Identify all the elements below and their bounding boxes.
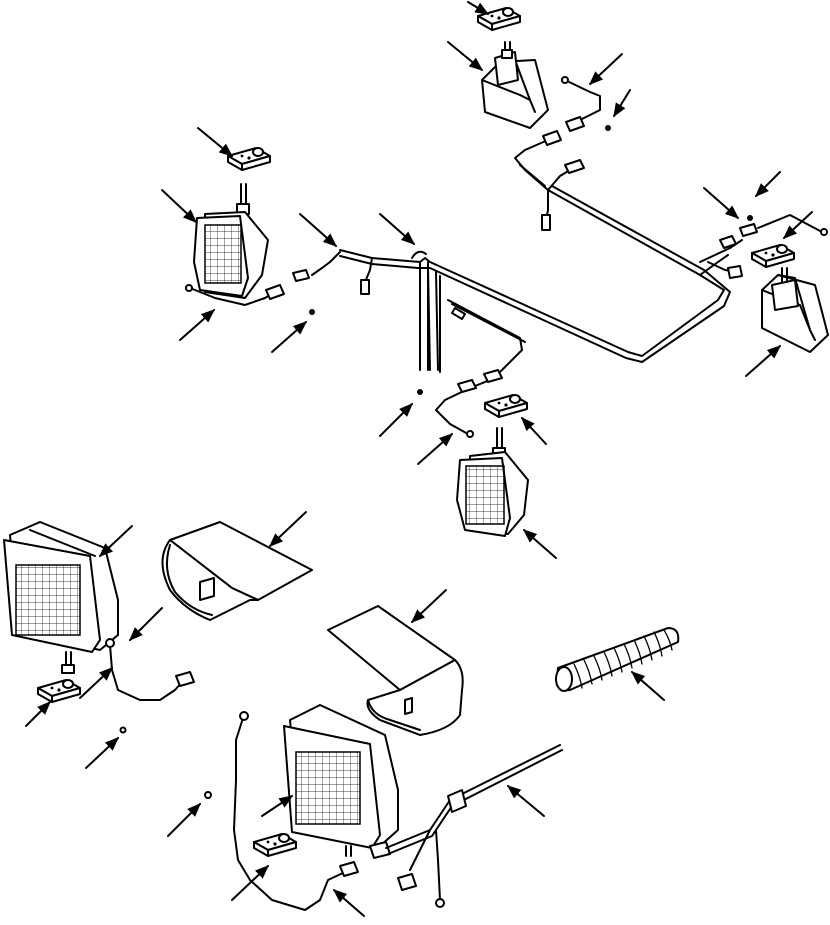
callout-arrow bbox=[703, 187, 740, 219]
callout-arrow bbox=[467, 1, 490, 15]
floodlight-rear-right bbox=[477, 7, 549, 129]
floodlight-front-left bbox=[456, 394, 529, 537]
callout-arrow bbox=[85, 737, 120, 769]
callout-arrow bbox=[231, 865, 270, 901]
wiring-harness-main bbox=[292, 139, 743, 373]
callout-arrow bbox=[79, 667, 114, 699]
callout-arrow bbox=[379, 213, 416, 245]
callout-arrow bbox=[25, 701, 51, 727]
callout-arrow bbox=[613, 89, 631, 118]
callout-arrow bbox=[167, 803, 201, 837]
callout-arrow bbox=[521, 416, 547, 445]
callout-arrow bbox=[755, 171, 781, 197]
callout-arrow bbox=[299, 213, 338, 247]
floodlight-large-left bbox=[3, 521, 119, 703]
callout-arrows bbox=[25, 1, 813, 917]
callout-arrow bbox=[410, 589, 447, 623]
callout-arrow bbox=[417, 433, 454, 465]
callout-arrow bbox=[630, 671, 665, 701]
callout-arrow bbox=[261, 795, 294, 817]
callout-arrow bbox=[179, 309, 216, 341]
wiring-harness-branch bbox=[204, 711, 563, 911]
callout-arrow bbox=[98, 525, 133, 557]
callout-arrow bbox=[197, 127, 234, 157]
callout-arrow bbox=[522, 529, 557, 559]
callout-arrow bbox=[161, 189, 198, 223]
light-guard-left bbox=[161, 521, 313, 621]
harness-lead bbox=[105, 638, 195, 734]
callout-arrow bbox=[332, 889, 365, 917]
callout-arrow bbox=[447, 41, 484, 71]
callout-arrow bbox=[379, 403, 413, 437]
callout-arrow bbox=[588, 53, 623, 85]
callout-arrow bbox=[745, 345, 782, 377]
callout-arrow bbox=[271, 321, 308, 353]
floodlight-large-center bbox=[253, 704, 399, 857]
wiring-harness-branch bbox=[542, 76, 828, 237]
floodlight-rear-left bbox=[193, 147, 271, 299]
callout-arrow bbox=[506, 785, 545, 817]
callout-arrow bbox=[268, 511, 307, 547]
light-guard-center bbox=[327, 605, 464, 736]
callout-arrow bbox=[129, 607, 163, 641]
callout-arrow bbox=[782, 211, 813, 239]
harness-lead bbox=[185, 284, 503, 438]
convoluted-tubing bbox=[555, 627, 680, 692]
floodlight-front-right bbox=[751, 244, 829, 353]
